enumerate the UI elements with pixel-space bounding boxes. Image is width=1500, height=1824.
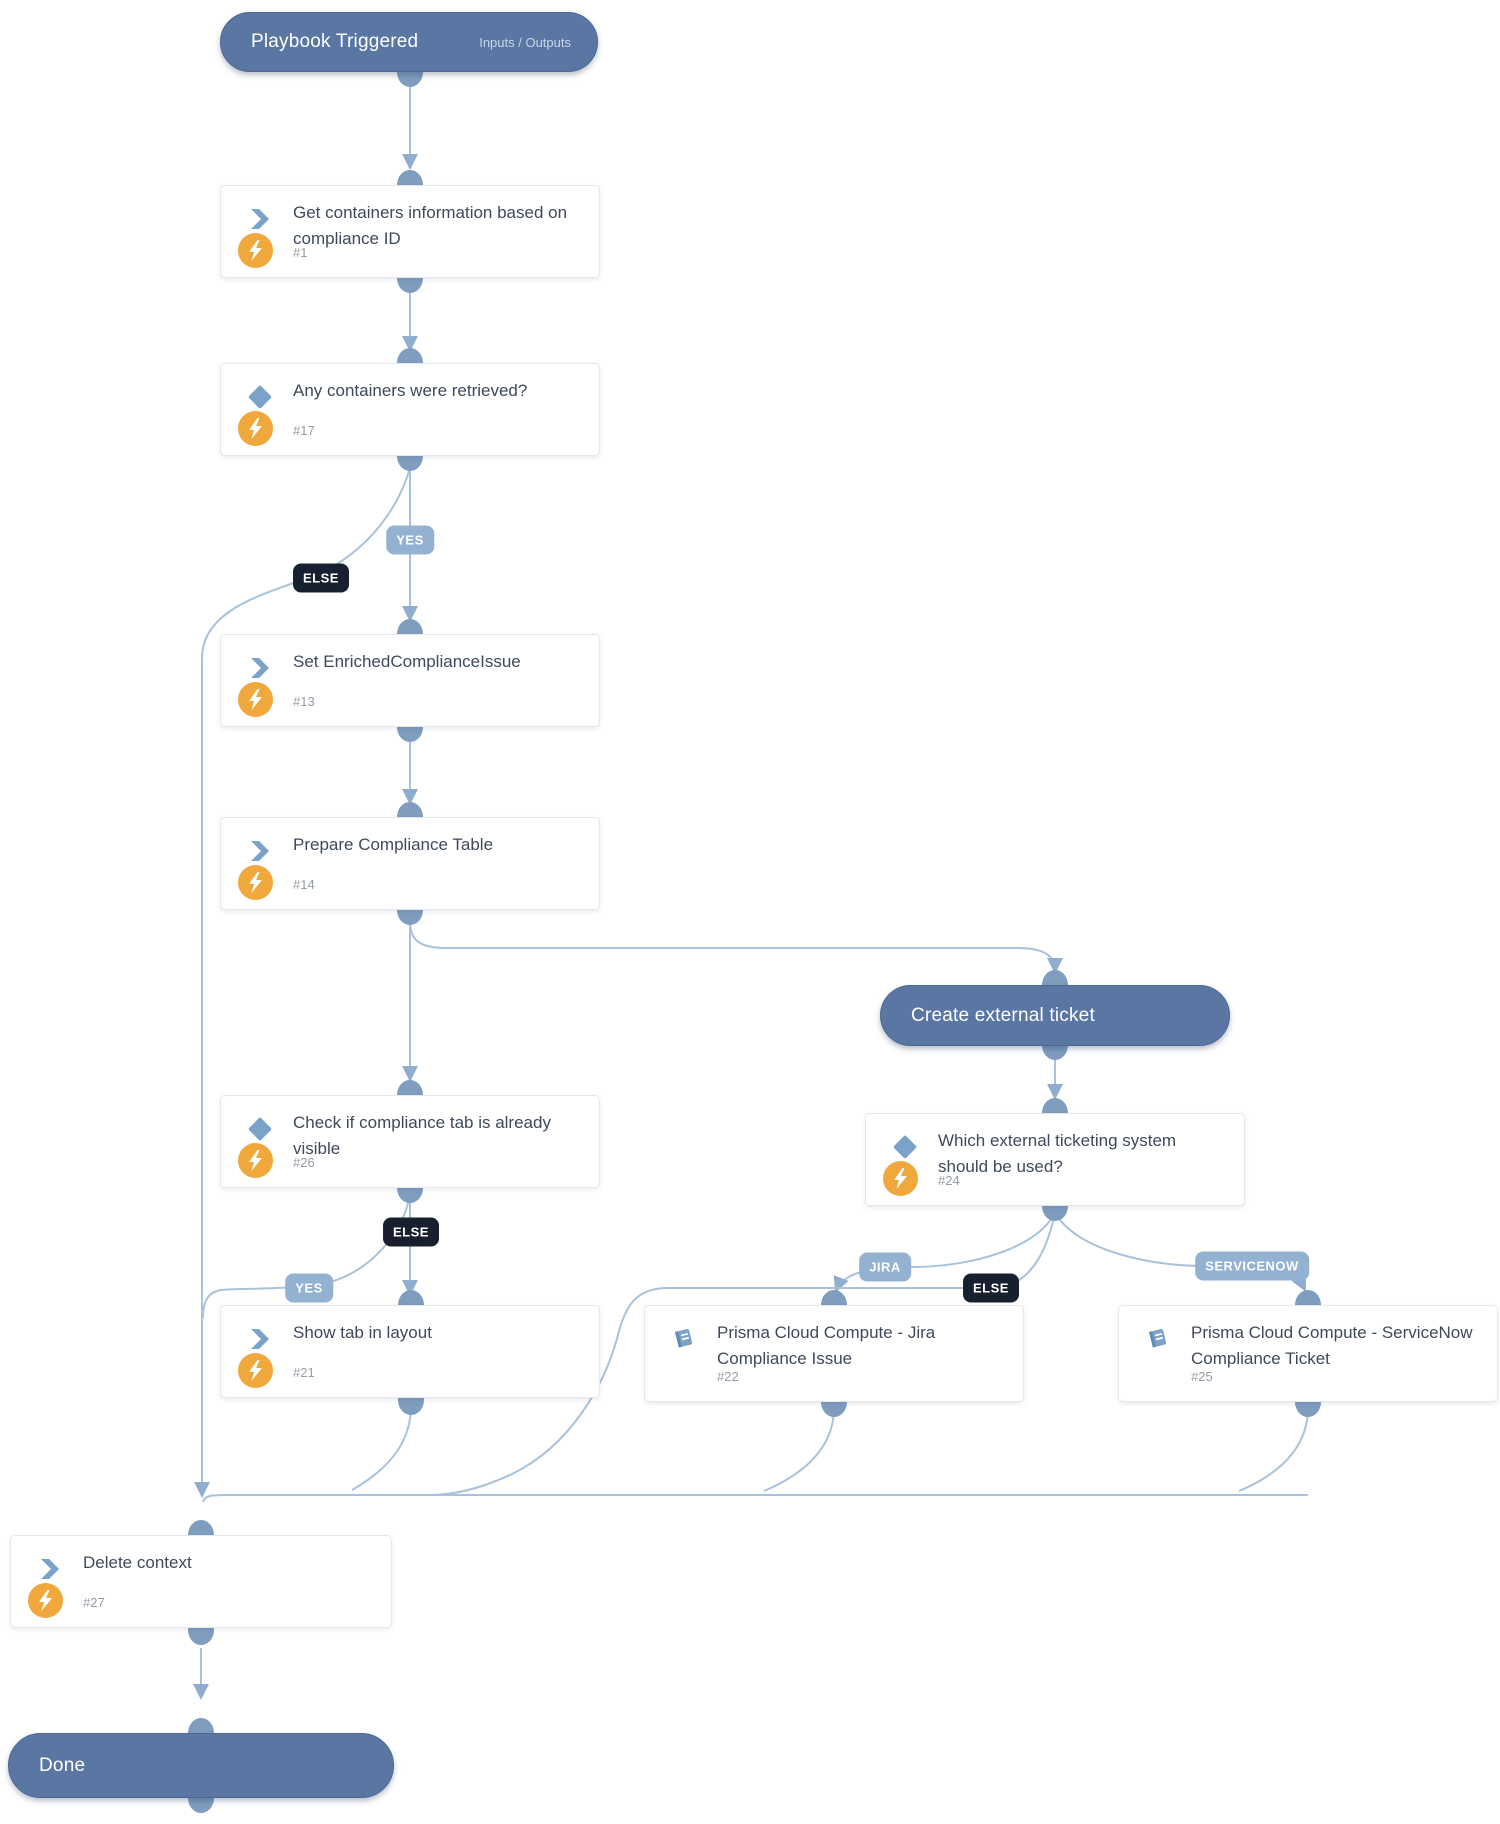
task-title: Prisma Cloud Compute - ServiceNow Compli… (1191, 1323, 1473, 1368)
section-done[interactable]: Done (8, 1733, 394, 1798)
script-bolt-icon (883, 1161, 918, 1196)
task-id: #17 (293, 423, 315, 438)
edge-label-else: ELSE (293, 563, 349, 593)
edge-label-servicenow: SERVICENOW (1195, 1251, 1309, 1281)
task-title: Prepare Compliance Table (293, 835, 494, 854)
script-bolt-icon (238, 1353, 273, 1388)
condition-diamond-icon (248, 385, 272, 409)
subplaybook-node-servicenow-compliance-ticket[interactable]: Prisma Cloud Compute - ServiceNow Compli… (1118, 1305, 1498, 1402)
task-id: #1 (293, 245, 308, 260)
task-title: Get containers information based on comp… (293, 203, 568, 248)
task-id: #22 (717, 1369, 739, 1384)
task-node-prepare-compliance-table[interactable]: Prepare Compliance Table #14 (220, 817, 600, 910)
automation-chevron-icon (251, 658, 269, 678)
condition-diamond-icon (893, 1135, 917, 1159)
task-id: #14 (293, 877, 315, 892)
section-title: Playbook Triggered (251, 31, 419, 52)
task-title: Any containers were retrieved? (293, 381, 528, 400)
script-bolt-icon (238, 682, 273, 717)
script-bolt-icon (238, 233, 273, 268)
task-title: Prisma Cloud Compute - Jira Compliance I… (717, 1323, 936, 1368)
automation-chevron-icon (251, 209, 269, 229)
task-node-set-enrichedcomplianceissue[interactable]: Set EnrichedComplianceIssue #13 (220, 634, 600, 727)
task-node-get-containers[interactable]: Get containers information based on comp… (220, 185, 600, 278)
task-id: #24 (938, 1173, 960, 1188)
edge-label-yes: YES (386, 525, 434, 555)
task-title: Set EnrichedComplianceIssue (293, 652, 521, 671)
script-bolt-icon (28, 1583, 63, 1618)
script-bolt-icon (238, 865, 273, 900)
task-node-show-tab-in-layout[interactable]: Show tab in layout #21 (220, 1305, 600, 1398)
inputs-outputs-link[interactable]: Inputs / Outputs (479, 34, 571, 50)
condition-node-which-ticketing-system[interactable]: Which external ticketing system should b… (865, 1113, 1245, 1206)
task-title: Delete context (83, 1553, 192, 1572)
task-id: #13 (293, 694, 315, 709)
automation-chevron-icon (41, 1559, 59, 1579)
task-title: Show tab in layout (293, 1323, 432, 1342)
task-id: #26 (293, 1155, 315, 1170)
edge-label-else: ELSE (963, 1273, 1019, 1303)
section-title: Create external ticket (911, 1004, 1095, 1026)
automation-chevron-icon (251, 1329, 269, 1349)
edge-label-jira: JIRA (859, 1252, 911, 1282)
task-id: #27 (83, 1595, 105, 1610)
script-bolt-icon (238, 1143, 273, 1178)
edge-label-yes: YES (285, 1273, 333, 1303)
task-id: #25 (1191, 1369, 1213, 1384)
condition-diamond-icon (248, 1117, 272, 1141)
condition-node-check-compliance-tab[interactable]: Check if compliance tab is already visib… (220, 1095, 600, 1188)
task-title: Which external ticketing system should b… (938, 1131, 1177, 1176)
section-create-external-ticket[interactable]: Create external ticket (880, 985, 1230, 1046)
section-title: Done (39, 1754, 86, 1776)
task-id: #21 (293, 1365, 315, 1380)
condition-node-any-containers[interactable]: Any containers were retrieved? #17 (220, 363, 600, 456)
script-bolt-icon (238, 411, 273, 446)
playbook-book-icon (675, 1329, 693, 1348)
playbook-book-icon (1149, 1329, 1167, 1348)
edge-label-else: ELSE (383, 1217, 439, 1247)
automation-chevron-icon (251, 841, 269, 861)
task-node-delete-context[interactable]: Delete context #27 (10, 1535, 392, 1628)
task-title: Check if compliance tab is already visib… (293, 1113, 551, 1158)
section-playbook-triggered[interactable]: Playbook Triggered Inputs / Outputs (220, 12, 598, 72)
subplaybook-node-jira-compliance-issue[interactable]: Prisma Cloud Compute - Jira Compliance I… (644, 1305, 1024, 1402)
